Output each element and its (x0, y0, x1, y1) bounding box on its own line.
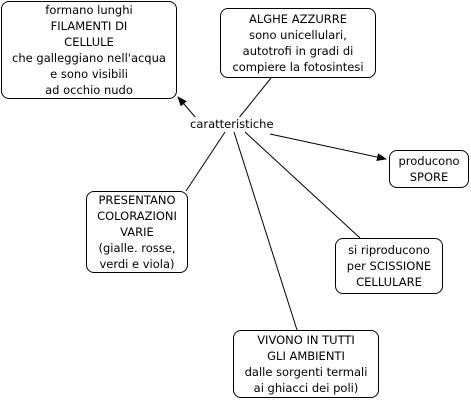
node-scissione: si riproducono per SCISSIONE CELLULARE (335, 238, 443, 294)
node-line: compiere la fotosintesi (232, 60, 364, 74)
link-to-colorazioni (185, 131, 226, 192)
link-to-scissione (244, 131, 361, 239)
node-line: sono unicellulari, (249, 28, 347, 42)
node-line: si riproducono (348, 243, 430, 257)
node-line: PRESENTANO (98, 193, 176, 207)
node-line: ad occhio nudo (45, 83, 133, 97)
node-line: che galleggiano nell'acqua (12, 51, 166, 65)
node-colorazioni: PRESENTANO COLORAZIONI VARIE (gialle. ro… (86, 191, 188, 273)
node-line: SPORE (409, 170, 449, 184)
node-alghe-azzurre: ALGHE AZZURRE sono unicellulari, autotro… (220, 8, 376, 78)
arrow-to-filamenti (177, 96, 197, 119)
link-to-ambienti (233, 131, 298, 331)
node-line: producono (398, 154, 460, 168)
node-ambienti: VIVONO IN TUTTI GLI AMBIENTI dalle sorge… (233, 330, 379, 398)
node-line: GLI AMBIENTI (267, 349, 345, 363)
node-line: ALGHE AZZURRE (248, 12, 348, 26)
node-line: COLORAZIONI (97, 209, 177, 223)
node-line: ai ghiacci dei poli) (253, 381, 359, 395)
arrow-to-spore (269, 133, 387, 162)
node-line: CELLULARE (356, 275, 422, 289)
node-line: (gialle. rosse, (98, 241, 176, 255)
node-line: e sono visibili (50, 67, 128, 81)
hub-label: caratteristiche (188, 117, 276, 131)
node-line: VARIE (120, 225, 154, 239)
node-line: verdi e viola) (99, 257, 175, 271)
node-line: FILAMENTI DI (50, 19, 128, 33)
node-line: per SCISSIONE (346, 259, 432, 273)
link-hub-to-alghe (233, 77, 272, 125)
node-line: formano lunghi (45, 3, 133, 17)
node-line: dalle sorgenti termali (244, 365, 368, 379)
node-line: VIVONO IN TUTTI (257, 333, 355, 347)
node-line: autotrofi in gradi di (242, 44, 354, 58)
node-line: CELLULE (64, 35, 114, 49)
node-filamenti: formano lunghi FILAMENTI DI CELLULE che … (1, 1, 177, 99)
node-spore: producono SPORE (389, 150, 469, 188)
